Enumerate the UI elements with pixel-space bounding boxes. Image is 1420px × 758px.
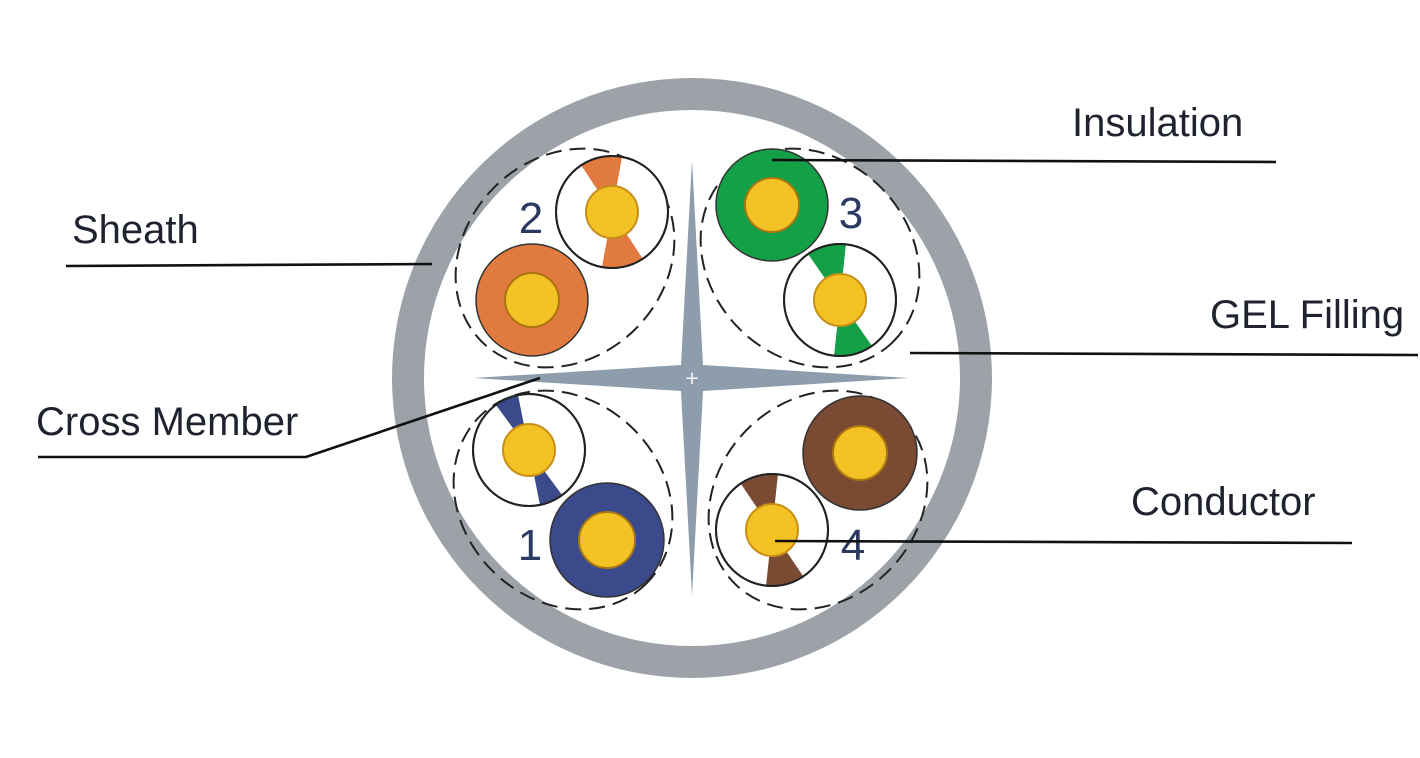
leader-lines: [38, 158, 1419, 545]
pair-1-solid-conductor: [578, 511, 636, 569]
pair-3: 3: [715, 148, 897, 357]
pair-4: 4: [715, 395, 918, 587]
cross-member-center-mark: +: [684, 368, 699, 389]
insulation-leader: [771, 158, 1277, 164]
cross-member: [474, 160, 908, 596]
pair-3-number: 3: [839, 189, 863, 238]
pair-3-solid-wire: [715, 148, 829, 262]
pair-2-striped-conductor: [585, 185, 639, 239]
insulation-label: Insulation: [1072, 101, 1243, 145]
pair-4-striped-conductor: [745, 503, 799, 557]
pair-3-striped-wire: [783, 243, 897, 357]
conductor-label: Conductor: [1131, 480, 1316, 524]
pair-1-striped-conductor: [502, 423, 556, 477]
pair-1: 1: [472, 393, 665, 598]
pair-1-number: 1: [518, 521, 542, 570]
pair-3-striped-conductor: [813, 273, 867, 327]
pair-2-solid-conductor: [504, 272, 560, 328]
cross-member-leader: [38, 376, 541, 459]
cross-member-label: Cross Member: [36, 400, 298, 444]
pair-1-striped-wire: [472, 393, 586, 507]
pair-2-number: 2: [519, 194, 543, 243]
sheath-leader: [65, 262, 433, 268]
gel-filling-label: GEL Filling: [1210, 293, 1404, 337]
pair-4-striped-wire: [715, 473, 829, 587]
pair-4-number: 4: [841, 521, 865, 570]
pair-2: 2: [475, 155, 669, 357]
pair-3-solid-conductor: [744, 177, 800, 233]
pair-2-solid-wire: [475, 243, 589, 357]
pair-2-striped-wire: [555, 155, 669, 269]
gel-filling-leader: [909, 351, 1419, 357]
pair-4-solid-conductor: [832, 425, 888, 481]
pair-1-solid-wire: [549, 482, 665, 598]
sheath-label: Sheath: [72, 208, 199, 252]
pair-4-solid-wire: [802, 395, 918, 511]
conductor-leader: [774, 539, 1353, 545]
